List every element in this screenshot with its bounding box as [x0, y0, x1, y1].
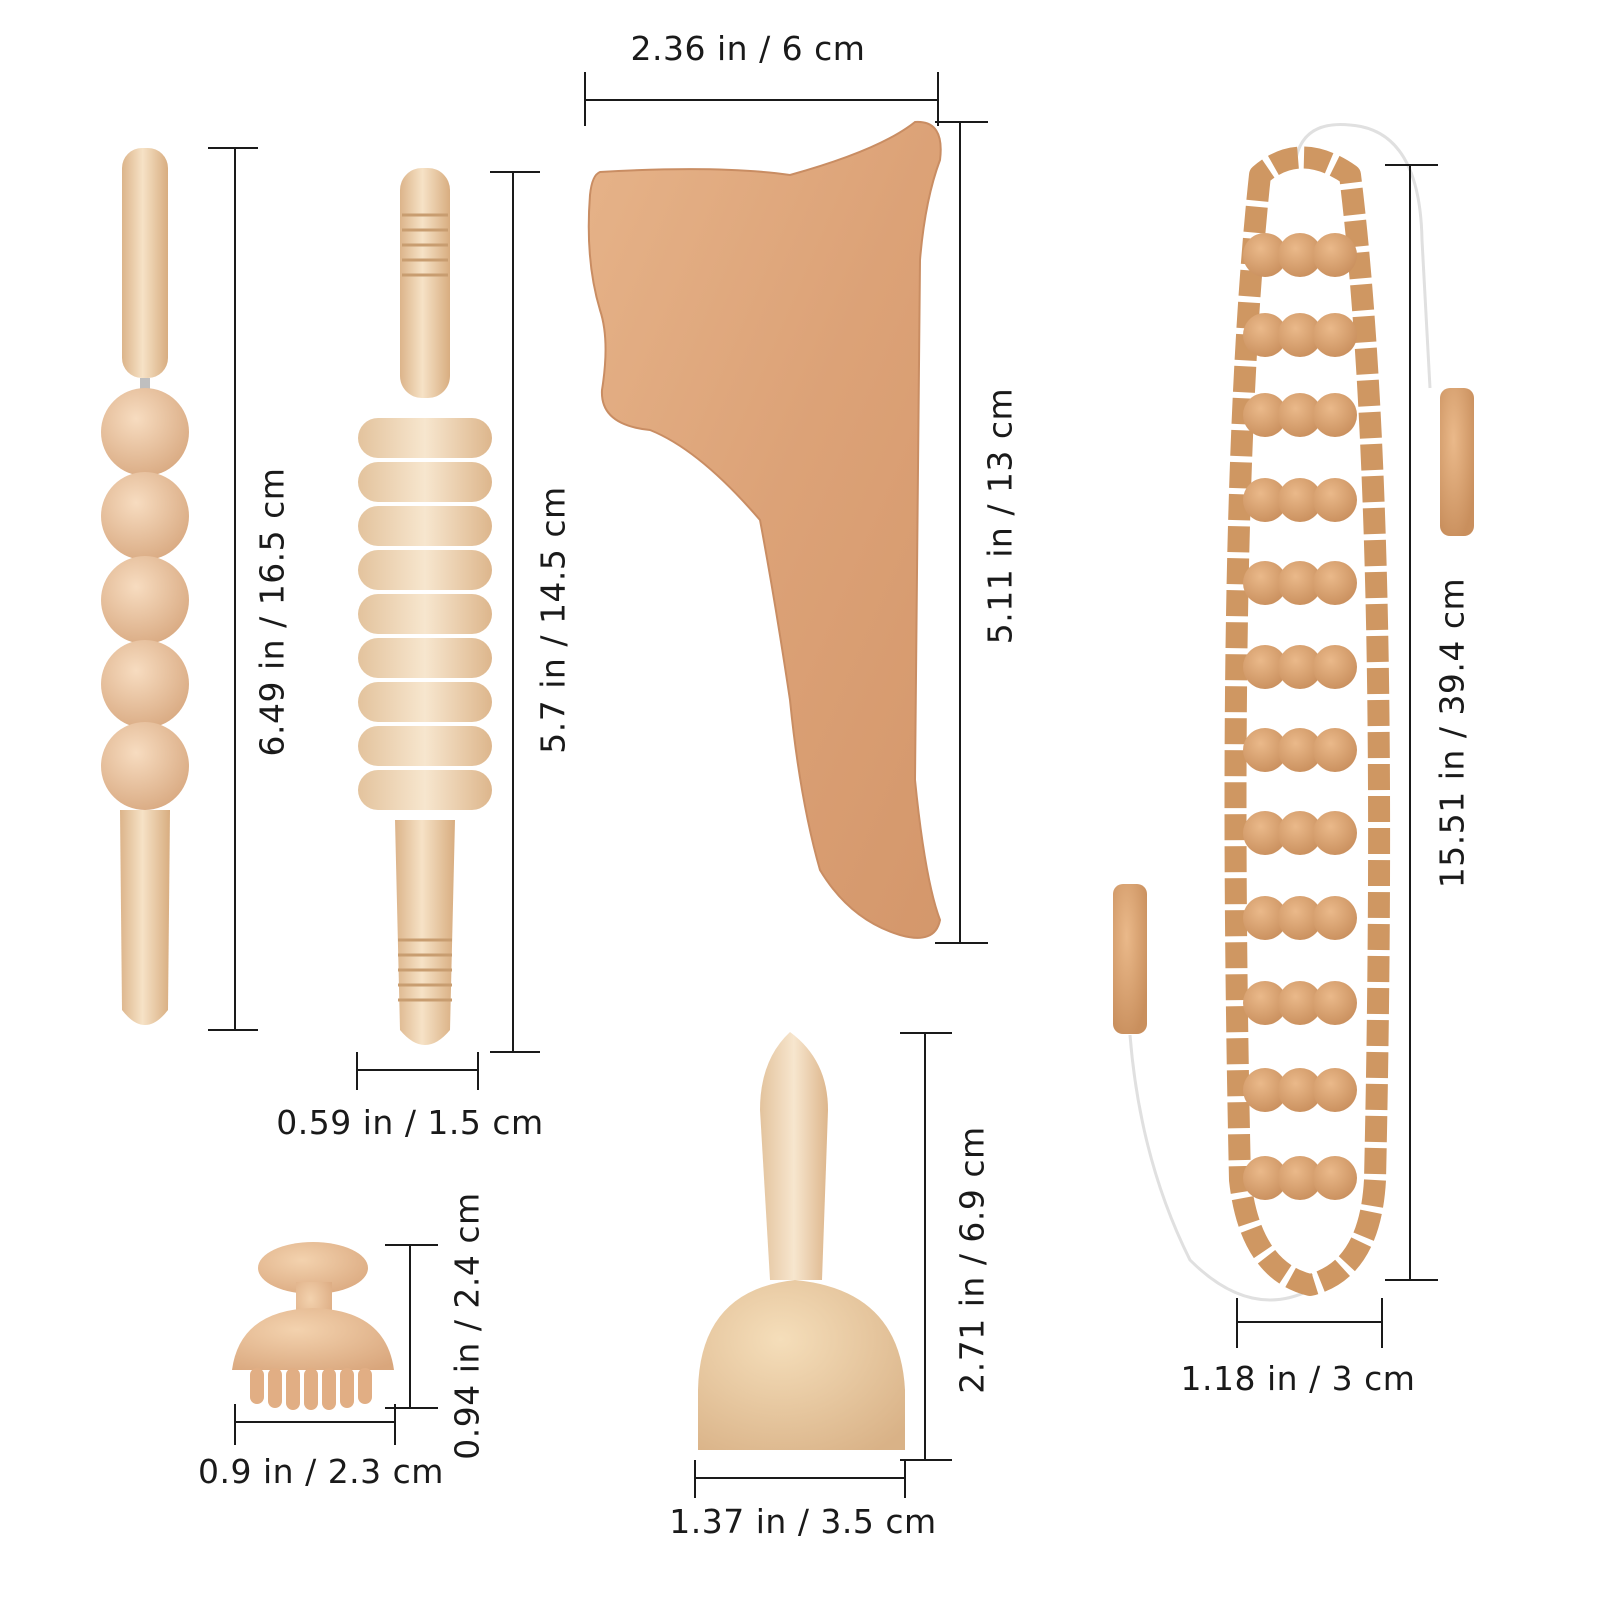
mushroom-height-label: 0.94 in / 2.4 cm — [447, 1192, 487, 1460]
ball-roller-top-handle — [122, 148, 168, 378]
ball-roller — [101, 148, 189, 1025]
ball-roller-balls — [101, 388, 189, 810]
mushroom-width-label: 0.9 in / 2.3 cm — [198, 1452, 444, 1491]
belt-length-label: 15.51 in / 39.4 cm — [1432, 577, 1472, 889]
gear-roller-wheels — [358, 418, 492, 810]
roller-two-width-label: 0.59 in / 1.5 cm — [276, 1103, 544, 1142]
mushroom-massager — [232, 1242, 394, 1410]
board-length-label: 5.11 in / 13 cm — [980, 387, 1020, 645]
belt-width-label: 1.18 in / 3 cm — [1180, 1359, 1416, 1398]
wooden-board — [587, 120, 942, 939]
gear-roller-grip-rings — [402, 213, 448, 277]
ball-roller-bottom-handle — [120, 810, 170, 1025]
belt-bead-rows — [1243, 233, 1357, 1200]
belt-right-handle — [1440, 388, 1474, 536]
board-width-label: 2.36 in / 6 cm — [630, 29, 866, 68]
belt-left-handle — [1113, 884, 1147, 1034]
gear-roller-top-handle — [400, 168, 450, 398]
roller-two-length-label: 5.7 in / 14.5 cm — [533, 486, 573, 754]
ball-roller-axle — [140, 378, 150, 392]
bead-belt — [1113, 123, 1474, 1302]
gear-roller — [358, 168, 492, 1045]
cup-massager — [698, 1032, 905, 1450]
roller-one-length-label: 6.49 in / 16.5 cm — [252, 467, 292, 757]
gear-roller-bottom-handle — [395, 820, 455, 1045]
dimension-lines — [208, 72, 1438, 1498]
cup-height-label: 2.71 in / 6.9 cm — [952, 1126, 992, 1394]
cup-width-label: 1.37 in / 3.5 cm — [669, 1502, 937, 1541]
